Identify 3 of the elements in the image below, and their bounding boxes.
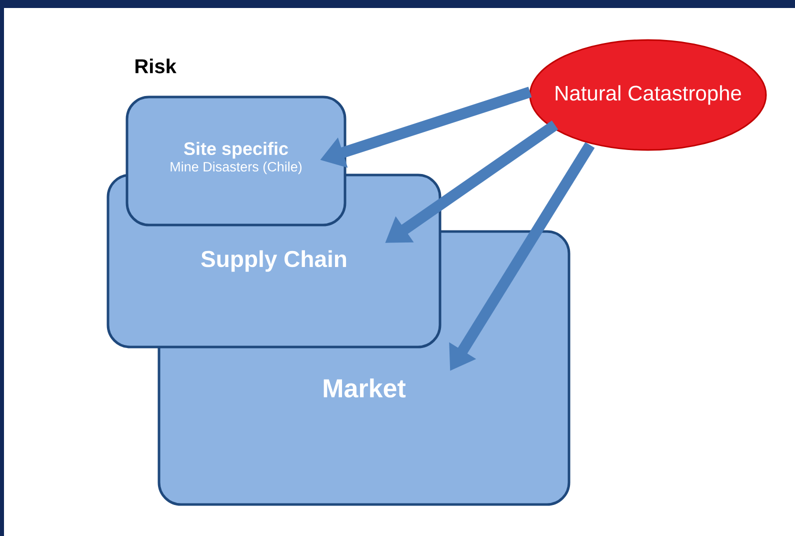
rounded-box: Site specific Mine Disasters (Chile): [126, 96, 346, 226]
ellipse-node: Natural Catastrophe: [529, 39, 767, 151]
heading-label: Risk: [136, 58, 176, 74]
